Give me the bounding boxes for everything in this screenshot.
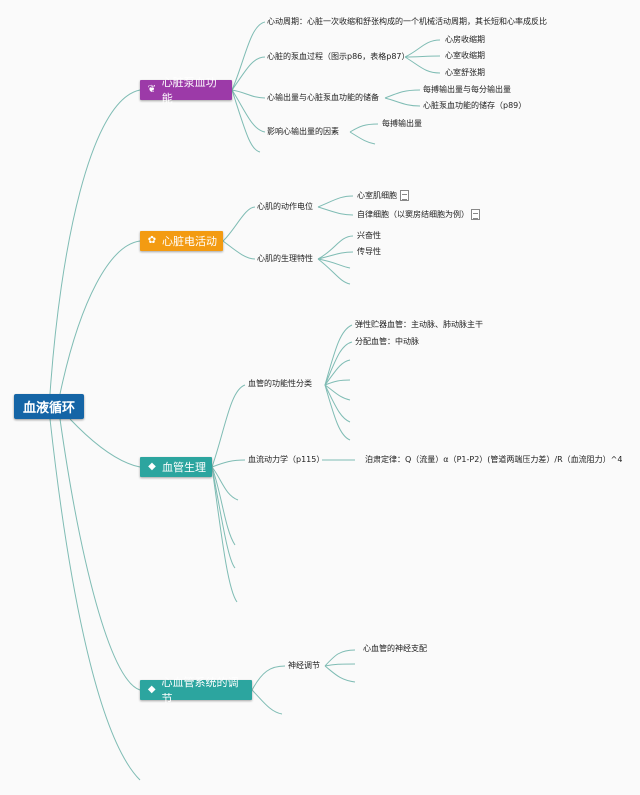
node-pump-reserve[interactable]: 心脏泵血功能的储存（p89） [423, 101, 527, 110]
branch-label: 心脏泵血功能 [161, 76, 217, 105]
node-distributing-vessels[interactable]: 分配血管：中动脉 [355, 337, 419, 346]
heart-icon: ❦ [147, 84, 157, 95]
node-ventricular-systole[interactable]: 心室收缩期 [445, 51, 485, 60]
branch-label: 心血管系统的调节 [161, 676, 239, 705]
node-hemodynamics[interactable]: 血流动力学（p115） [248, 455, 325, 464]
node-excitability[interactable]: 兴奋性 [357, 231, 381, 240]
node-ventricular-myocyte[interactable]: 心室肌细胞 [357, 191, 397, 200]
branch-heart-pump-function[interactable]: ❦ 心脏泵血功能 [140, 76, 232, 105]
branch-cardiac-electrical-activity[interactable]: ✿ 心脏电活动 [140, 231, 223, 251]
root-label: 血液循环 [22, 401, 75, 416]
branch-cardiovascular-regulation[interactable]: ◆ 心血管系统的调节 [140, 676, 252, 705]
node-stroke-volume[interactable]: 每搏输出量 [382, 119, 422, 128]
branch-label: 心脏电活动 [162, 235, 217, 248]
note-icon[interactable] [471, 209, 480, 220]
node-cardiovascular-innervation[interactable]: 心血管的神经支配 [363, 644, 427, 653]
leaf-icon: ✿ [147, 235, 157, 246]
node-conductivity[interactable]: 传导性 [357, 247, 381, 256]
node-neural-regulation[interactable]: 神经调节 [288, 661, 320, 670]
root-node[interactable]: 血液循环 [14, 394, 84, 419]
node-ventricular-diastole[interactable]: 心室舒张期 [445, 68, 485, 77]
diamond-icon: ◆ [148, 461, 156, 472]
branch-label: 血管生理 [162, 461, 206, 474]
node-poiseuille-law[interactable]: 泊肃定律：Q（流量）α（P1-P2）(管道两端压力差）/R（血流阻力）^4 [365, 455, 623, 464]
node-vessel-classification[interactable]: 血管的功能性分类 [248, 379, 312, 388]
node-elastic-vessels[interactable]: 弹性贮器血管：主动脉、肺动脉主干 [355, 320, 483, 329]
node-pumping-process[interactable]: 心脏的泵血过程（图示p86，表格p87） [267, 52, 410, 61]
note-icon[interactable] [400, 190, 409, 201]
node-cardiac-output[interactable]: 心输出量与心脏泵血功能的储备 [267, 93, 379, 102]
node-physiological-properties[interactable]: 心肌的生理特性 [257, 254, 313, 263]
node-atrial-systole[interactable]: 心房收缩期 [445, 35, 485, 44]
node-output-factors[interactable]: 影响心输出量的因素 [267, 127, 339, 136]
node-action-potential[interactable]: 心肌的动作电位 [257, 202, 313, 211]
node-stroke-minute-output[interactable]: 每搏输出量与每分输出量 [423, 85, 511, 94]
branch-vascular-physiology[interactable]: ◆ 血管生理 [140, 457, 212, 477]
node-autorhythmic-cell[interactable]: 自律细胞（以窦房结细胞为例） [357, 210, 469, 219]
diamond-icon: ◆ [147, 684, 156, 695]
node-cardiac-cycle[interactable]: 心动周期：心脏一次收缩和舒张构成的一个机械活动周期，其长短和心率成反比 [267, 17, 547, 26]
